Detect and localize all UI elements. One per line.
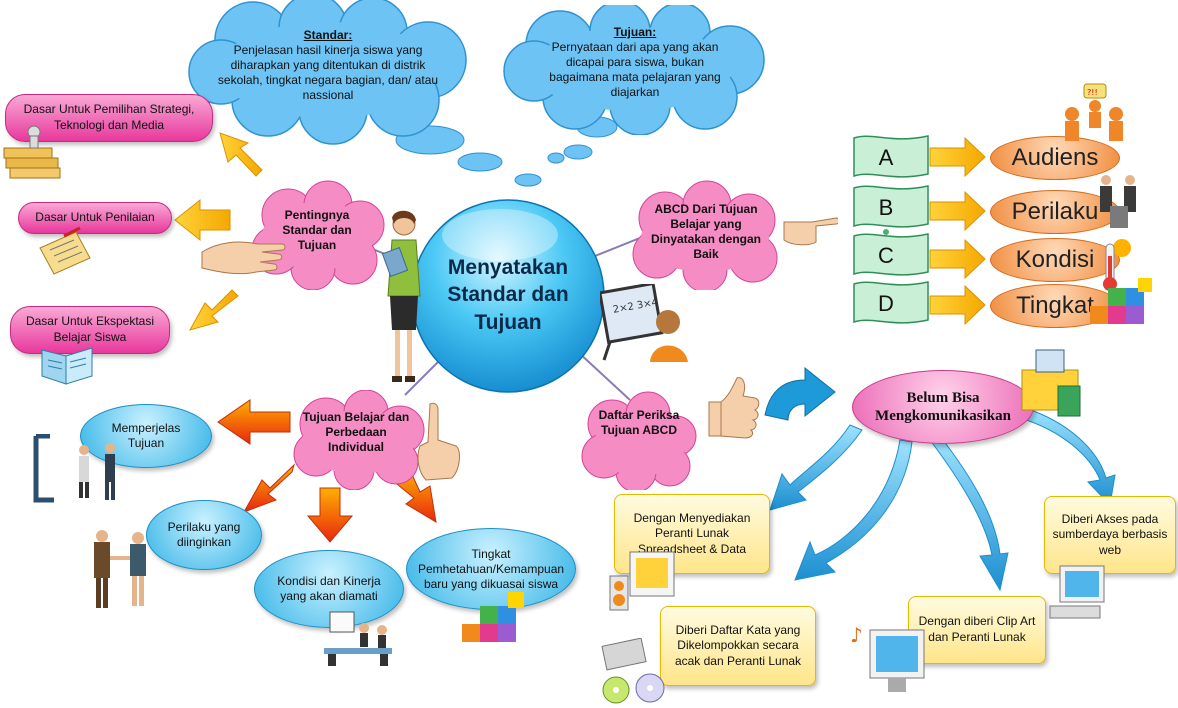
kondisi-label: Kondisi (1015, 246, 1095, 273)
standar-cloud-shape (188, 0, 467, 145)
abcd-flags-layer (853, 135, 929, 324)
audiens-label: Audiens (1011, 144, 1099, 171)
abcd-label-perilaku: Perilaku (990, 190, 1120, 234)
pentingnya-label: Pentingnya Standar dan Tujuan (282, 208, 352, 252)
pill-ekspektasi-label: Dasar Untuk Ekspektasi Belajar Siswa (25, 314, 155, 344)
open-hand-icon (201, 241, 286, 275)
abcd-cloud-shape (632, 180, 778, 290)
tv-music-icon: ♪ (850, 623, 925, 692)
box-clipart-label: Dengan diberi Clip Art dan Peranti Lunak (918, 614, 1036, 644)
flag-d: D (878, 291, 894, 316)
cubes-icon (462, 592, 524, 642)
tingkat-label: Tingkat (1016, 292, 1094, 319)
abcd-label-kondisi: Kondisi (990, 238, 1120, 282)
standar-body: Penjelasan hasil kinerja siswa yang diha… (217, 43, 439, 102)
tujuan-cloud-shape (503, 5, 765, 135)
box-akses: Diberi Akses pada sumberdaya berbasis we… (1044, 496, 1176, 574)
kondisi-ellipse: Kondisi dan Kinerja yang akan diamati (254, 550, 404, 628)
tujuan-belajar-cloud-shape (293, 390, 425, 490)
perilaku-ellipse: Perilaku yang diinginkan (146, 500, 262, 570)
pill-penilaian: Dasar Untuk Penilaian (18, 202, 172, 234)
audience-icon: ?!! (1065, 83, 1123, 141)
thermometer-sun-icon (1103, 239, 1131, 291)
flag-a: A (878, 145, 894, 170)
box-daftar-kata-label: Diberi Daftar Kata yang Dikelompokkan se… (674, 622, 802, 668)
tujuan-body: Pernyataan dari apa yang akan dicapai pa… (549, 40, 721, 99)
box-clipart: Dengan diberi Clip Art dan Peranti Lunak (908, 596, 1046, 664)
desktop-computer-icon (1049, 565, 1105, 619)
daftar-cloud-shape (581, 391, 697, 490)
memperjelas-label: Memperjelas Tujuan (111, 421, 181, 450)
handshake-couple-icon (94, 530, 146, 608)
abcd-label-audiens: Audiens (990, 136, 1120, 180)
center-title: Menyatakan Standar dan Tujuan (420, 254, 596, 336)
computer-desk-icon (1021, 349, 1081, 417)
books-chess-icon (3, 125, 61, 179)
perilaku-ellipse-label: Perilaku yang diinginkan (167, 520, 241, 549)
svg-text:♪: ♪ (850, 623, 863, 647)
perilaku-label: Perilaku (1011, 198, 1099, 225)
tujuan-belajar-label: Tujuan Belajar dan Perbedaan Individual (302, 410, 410, 454)
computer-speaker-icon (609, 551, 675, 611)
chalkboard-teacher-icon: 2×2 3×4 (600, 284, 688, 362)
open-book-icon (41, 347, 93, 385)
teacher-figure-icon (381, 210, 421, 382)
tingkat-ellipse: Tingkat Pemhetahuan/Kemampuan baru yang … (406, 528, 576, 610)
meeting-icon (324, 611, 392, 666)
thumbs-up-icon (708, 377, 760, 439)
discs-icon (601, 638, 665, 704)
clipboard-icon (39, 226, 91, 275)
box-akses-label: Diberi Akses pada sumberdaya berbasis we… (1052, 511, 1168, 557)
sign-text: ?!! (1087, 88, 1098, 97)
standar-cloud: Standar: Penjelasan hasil kinerja siswa … (213, 28, 443, 103)
door-people-icon (33, 434, 115, 503)
memperjelas-ellipse: Memperjelas Tujuan (80, 404, 212, 468)
box-daftar-kata: Diberi Daftar Kata yang Dikelompokkan se… (660, 606, 816, 686)
blocks-icon (1090, 278, 1152, 324)
daftar-label: Daftar Periksa Tujuan ABCD (598, 408, 680, 437)
handshake-men-icon (1100, 175, 1136, 228)
center-title-line3: Tujuan (474, 310, 542, 334)
pointing-hand-icon (783, 217, 838, 246)
abcd-cloud-label: ABCD Dari Tujuan Belajar yang Dinyatakan… (650, 202, 762, 261)
kondisi-ellipse-label: Kondisi dan Kinerja yang akan diamati (277, 574, 381, 603)
belum-bisa-ellipse: Belum Bisa Mengkomunikasikan (852, 370, 1034, 444)
tujuan-cloud: Tujuan: Pernyataan dari apa yang akan di… (540, 25, 730, 100)
center-title-line1: Menyatakan (447, 256, 569, 279)
abcd-label-tingkat: Tingkat (990, 284, 1120, 328)
index-hand-icon (417, 402, 460, 481)
flag-c: C (878, 243, 894, 268)
tujuan-title: Tujuan: (613, 25, 657, 39)
pill-ekspektasi: Dasar Untuk Ekspektasi Belajar Siswa (10, 306, 170, 354)
center-title-line2: Standar dan (447, 283, 569, 307)
belum-bisa-label: Belum Bisa Mengkomunikasikan (875, 390, 1011, 424)
pill-strategi-label: Dasar Untuk Pemilihan Strategi, Teknolog… (23, 102, 195, 132)
tingkat-ellipse-label: Tingkat Pemhetahuan/Kemampuan baru yang … (417, 546, 565, 591)
flag-b: B (878, 195, 894, 220)
pill-penilaian-label: Dasar Untuk Penilaian (35, 210, 155, 225)
standar-title: Standar: (303, 28, 353, 42)
